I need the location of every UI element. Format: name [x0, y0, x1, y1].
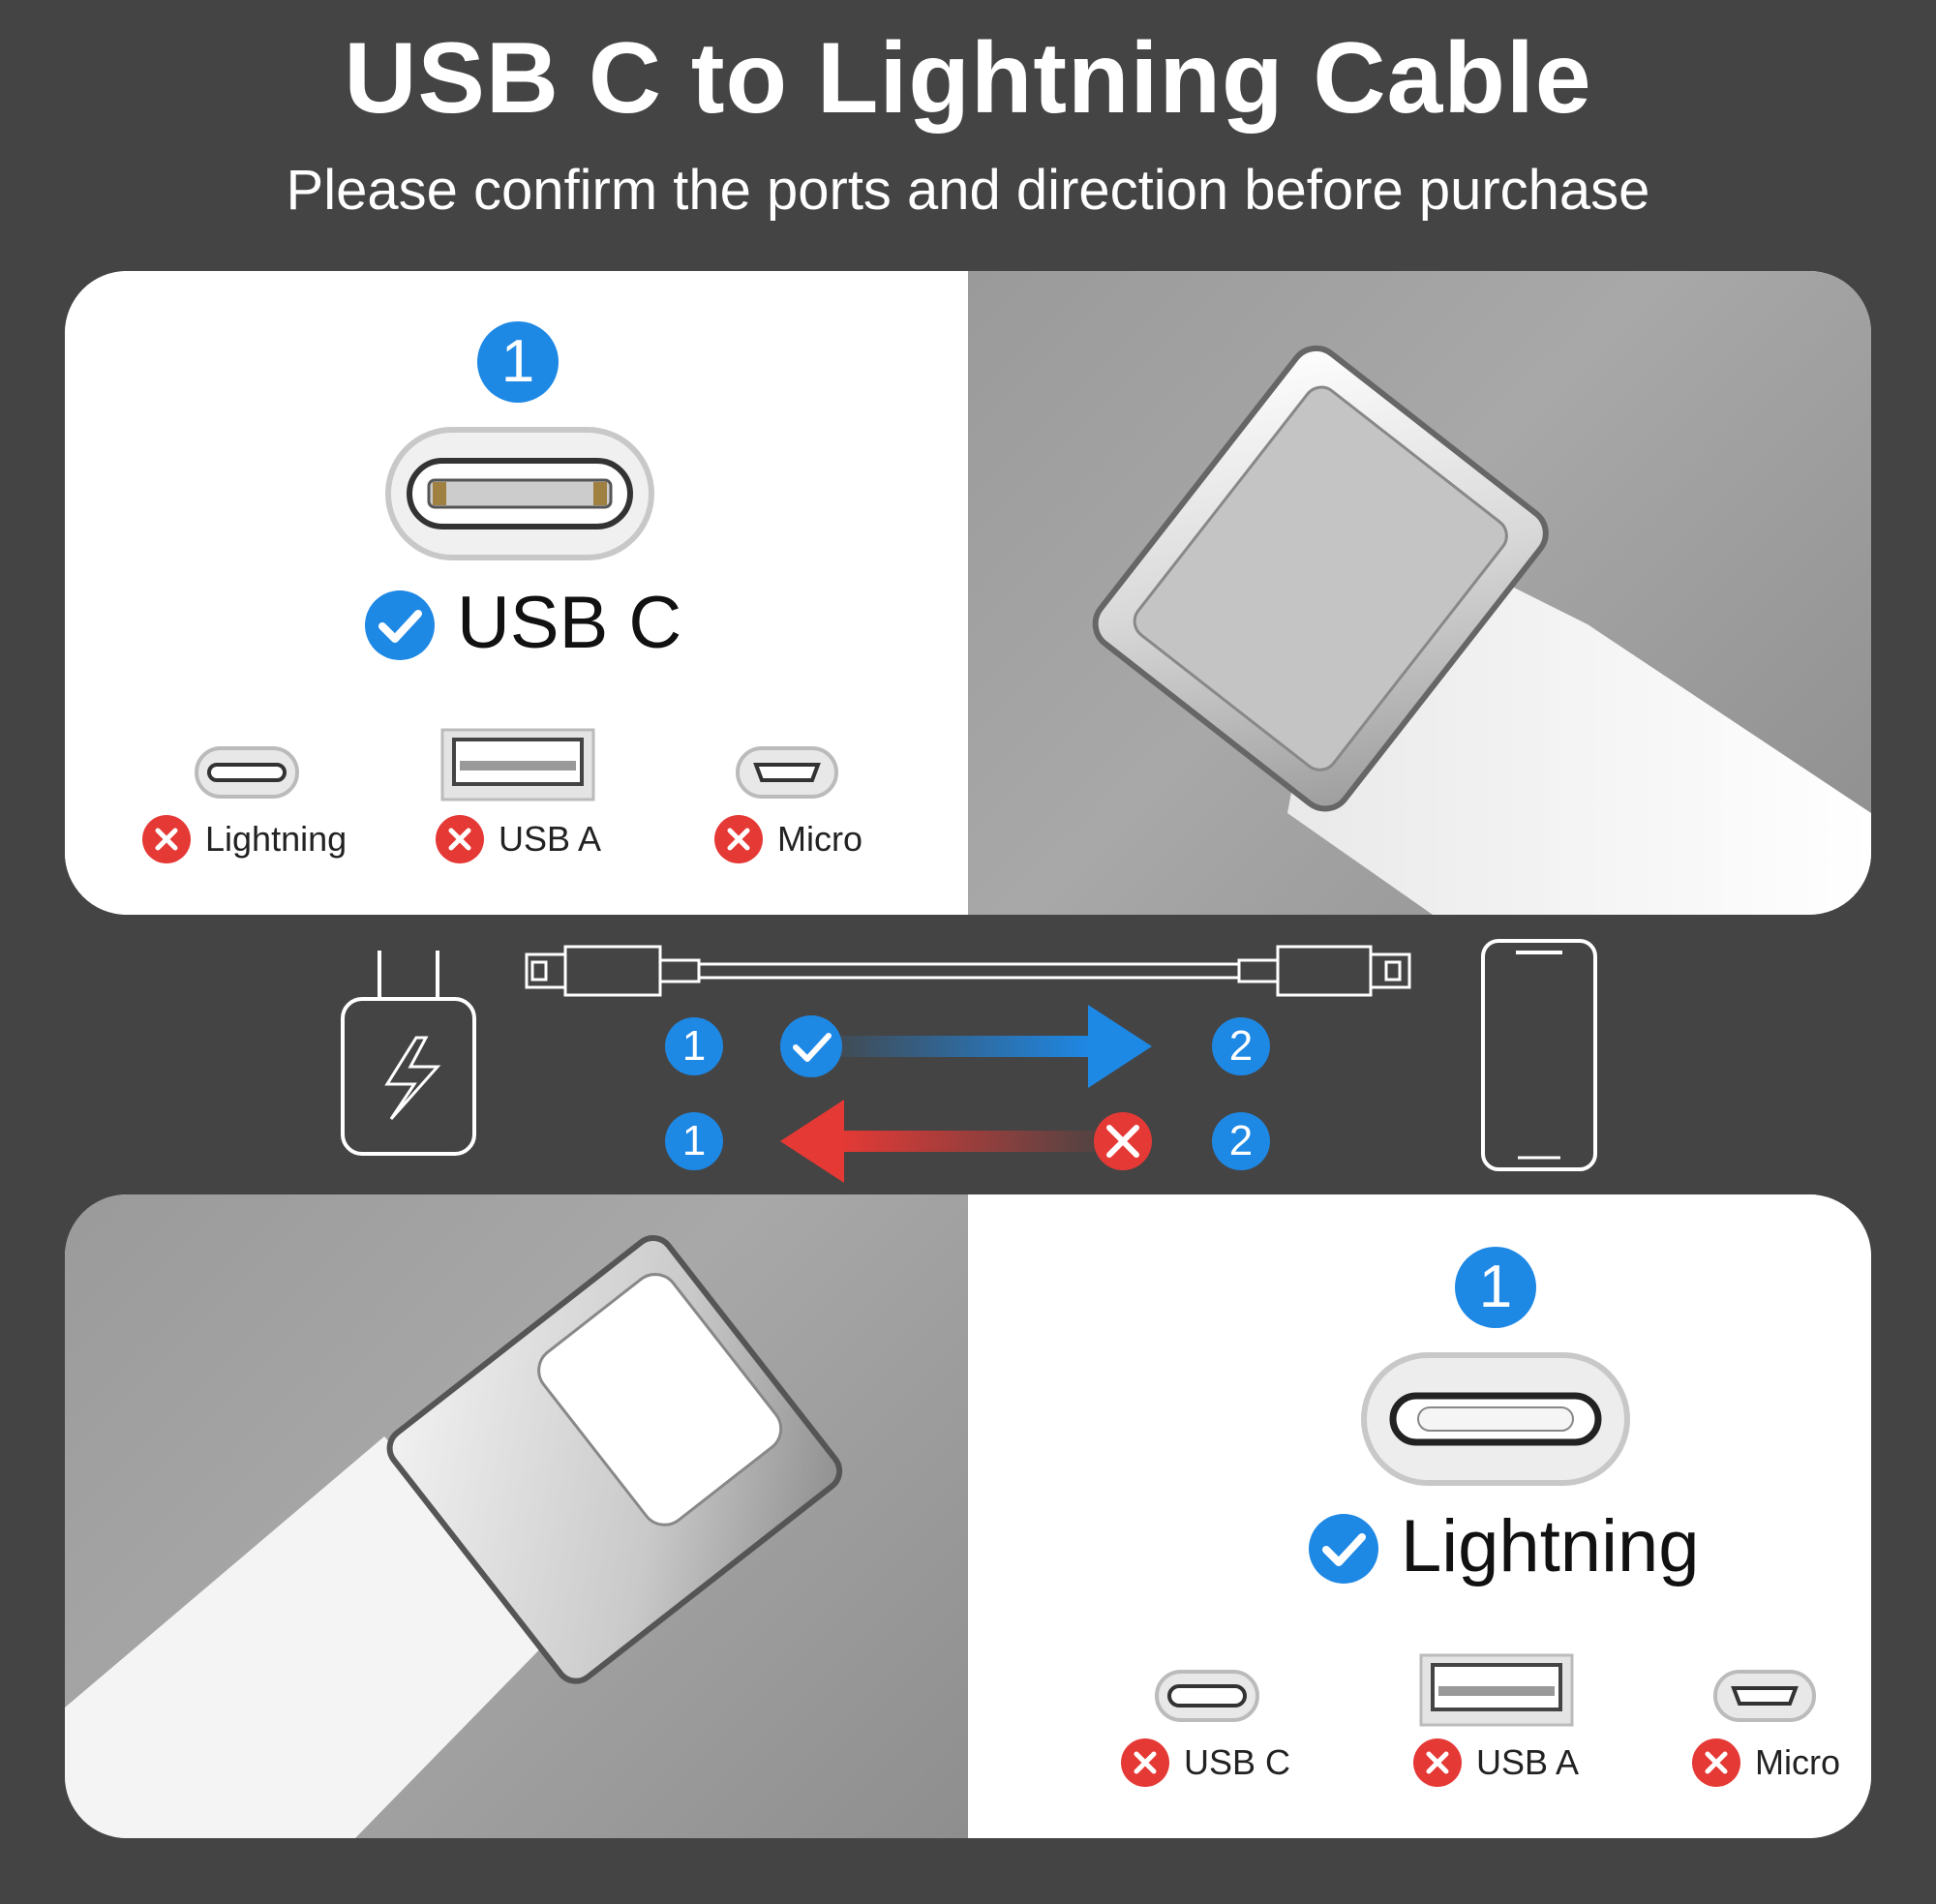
phone-icon [1481, 939, 1597, 1171]
destination-badge: 2 [1212, 1017, 1270, 1075]
cross-icon [436, 815, 484, 863]
usb-a-port-icon [440, 728, 595, 801]
cross-icon [142, 815, 191, 863]
wrong-option-label: USB A [499, 819, 602, 859]
usb-c-port-icon [385, 427, 654, 560]
lightning-panel: 1 Lightning USB C USB [65, 1194, 1871, 1838]
lightning-info-side: 1 Lightning USB C USB [968, 1194, 1871, 1838]
wrong-option-label: USB A [1476, 1742, 1580, 1782]
micro-usb-port-icon [1713, 1670, 1816, 1722]
cross-icon [1121, 1738, 1169, 1787]
cable-icon [525, 945, 1411, 997]
check-icon [1309, 1514, 1378, 1584]
lightning-port-icon [1361, 1352, 1630, 1486]
step-badge: 1 [1455, 1247, 1536, 1328]
usb-c-info-side: 1 USB C Lightning [65, 271, 968, 915]
cross-icon [1692, 1738, 1740, 1787]
usb-c-panel: 1 USB C Lightning [65, 271, 1871, 915]
correct-port-label: USB C [457, 582, 682, 664]
source-badge: 1 [665, 1017, 723, 1075]
cross-icon [714, 815, 763, 863]
wrong-option-label: Lightning [205, 819, 348, 859]
direction-diagram [341, 939, 1597, 1183]
wrong-option-label: Micro [777, 819, 862, 859]
lightning-port-icon [195, 746, 299, 799]
wrong-direction-arrow [780, 1100, 1121, 1183]
page-subtitle: Please confirm the ports and direction b… [286, 159, 1650, 222]
micro-usb-port-icon [736, 746, 838, 799]
destination-badge: 2 [1212, 1112, 1270, 1170]
step-badge: 1 [477, 321, 559, 403]
correct-port-label: Lightning [1401, 1505, 1700, 1587]
cross-icon [1413, 1738, 1462, 1787]
source-badge: 1 [665, 1112, 723, 1170]
check-icon [365, 590, 435, 660]
charger-icon [341, 951, 476, 1156]
wrong-option-label: Micro [1755, 1742, 1840, 1782]
usb-c-connector-illustration [1092, 345, 1871, 915]
usb-a-port-icon [1419, 1653, 1574, 1727]
usb-c-connector-photo [968, 271, 1871, 915]
usb-c-port-icon [1155, 1670, 1259, 1722]
check-icon [780, 1015, 842, 1077]
lightning-connector-illustration [65, 1235, 843, 1838]
correct-direction-arrow [811, 1005, 1152, 1088]
wrong-option-label: USB C [1184, 1742, 1291, 1782]
page-title: USB C to Lightning Cable [344, 22, 1592, 135]
lightning-connector-photo [65, 1194, 968, 1838]
